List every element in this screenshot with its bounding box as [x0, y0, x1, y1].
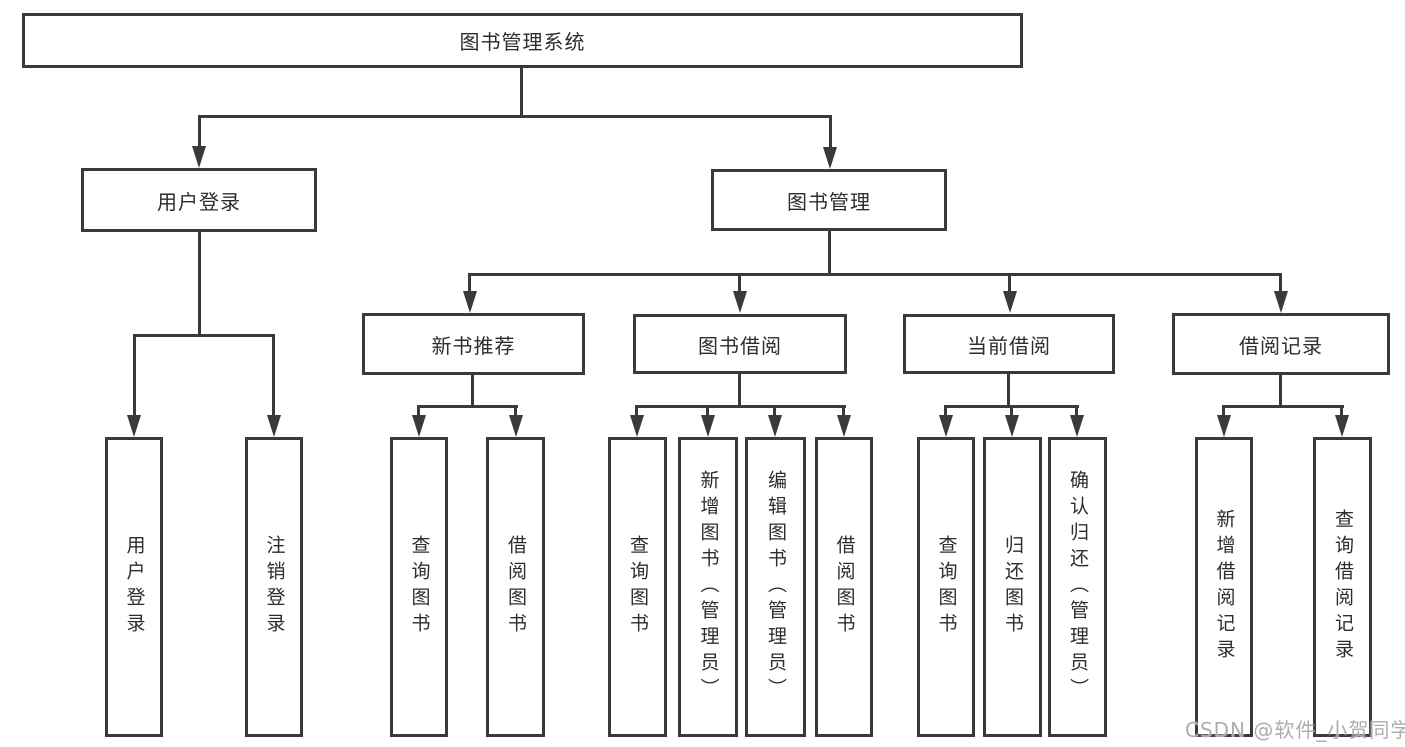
node-label: 查询图书	[408, 535, 431, 639]
node-bb-edit-book: 编辑图书（管理员）	[745, 437, 806, 737]
node-label: 借阅记录	[1239, 333, 1323, 358]
edge-root-stem	[520, 68, 523, 117]
node-book-borrow: 图书借阅	[633, 314, 847, 374]
node-label: 编辑图书（管理员）	[765, 470, 787, 704]
node-label: 图书借阅	[698, 333, 782, 358]
node-book-mgmt: 图书管理	[711, 169, 947, 231]
arrowhead-to-cb-return	[1005, 415, 1019, 437]
node-label: 借阅图书	[833, 535, 856, 639]
edge-to-rec-query-stem	[417, 405, 420, 419]
edge-to-br-query-stem	[1340, 405, 1343, 419]
edge-to-cb-return-stem	[1010, 405, 1013, 419]
arrowhead-to-borrow-record	[1274, 291, 1288, 313]
node-br-query-record: 查询借阅记录	[1313, 437, 1372, 737]
edge-new-book-rec-stem	[471, 375, 474, 408]
edge-book-borrow-stem	[738, 374, 741, 408]
edge-root-to-book-mgmt-stem	[829, 115, 832, 148]
edge-to-current-borrow-stem	[1008, 273, 1011, 293]
csdn-watermark: CSDN @软件_小贺同学	[1185, 718, 1405, 742]
edge-to-user-login-leaf-stem	[133, 334, 136, 417]
arrowhead-to-rec-borrow	[509, 415, 523, 437]
edge-new-book-rec-split	[417, 405, 518, 408]
edge-user-login-stem	[198, 232, 201, 337]
edge-current-borrow-stem	[1007, 374, 1010, 408]
edge-to-logout-stem	[272, 334, 275, 417]
node-label: 图书管理系统	[459, 30, 586, 54]
node-label: 查询图书	[935, 535, 958, 639]
node-label: 新书推荐	[431, 333, 516, 358]
edge-to-rec-borrow-stem	[514, 405, 517, 419]
arrowhead-to-br-query	[1335, 415, 1349, 437]
arrowhead-to-bb-add	[701, 415, 715, 437]
arrowhead-to-user-login-leaf	[127, 415, 141, 437]
edge-to-br-add-stem	[1222, 405, 1225, 419]
node-label: 图书管理	[787, 189, 871, 214]
node-bb-borrow-book: 借阅图书	[815, 437, 873, 737]
node-bb-query-book: 查询图书	[608, 437, 667, 737]
node-library-management-system: 图书管理系统	[22, 13, 1023, 68]
node-label: 查询借阅记录	[1332, 509, 1354, 665]
node-label: 借阅图书	[505, 535, 527, 639]
node-logout: 注销登录	[245, 437, 303, 737]
node-label: 新增图书（管理员）	[697, 470, 720, 704]
arrowhead-to-cb-query	[939, 415, 953, 437]
node-label: 注销登录	[263, 535, 286, 639]
node-rec-borrow-book: 借阅图书	[486, 437, 545, 737]
node-cb-confirm-return: 确认归还（管理员）	[1048, 437, 1107, 737]
edge-to-book-borrow-stem	[738, 273, 741, 293]
edge-to-bb-edit-stem	[773, 405, 776, 419]
node-label: 确认归还（管理员）	[1067, 470, 1089, 704]
edge-book-borrow-split	[635, 405, 846, 408]
node-cb-query-book: 查询图书	[917, 437, 975, 737]
node-user-login: 用户登录	[81, 168, 317, 232]
node-label: 当前借阅	[967, 333, 1051, 358]
node-rec-query-book: 查询图书	[390, 437, 448, 737]
node-user-login-leaf: 用户登录	[105, 437, 163, 737]
arrowhead-to-bb-edit	[768, 415, 782, 437]
arrowhead-to-rec-query	[412, 415, 426, 437]
arrowhead-to-bb-borrow	[837, 415, 851, 437]
arrowhead-to-new-book-rec	[463, 291, 477, 313]
node-label: 归还图书	[1002, 535, 1024, 639]
edge-root-to-user-login-stem	[198, 115, 201, 148]
arrowhead-to-logout	[267, 415, 281, 437]
arrowhead-to-bb-query	[630, 415, 644, 437]
arrowhead-to-book-borrow	[733, 291, 747, 313]
edge-to-new-book-rec-stem	[468, 273, 471, 293]
node-borrow-record: 借阅记录	[1172, 313, 1390, 375]
node-label: 查询图书	[627, 535, 649, 639]
edge-to-cb-confirm-stem	[1075, 405, 1078, 419]
edge-to-borrow-record-stem	[1279, 273, 1282, 293]
node-label: 新增借阅记录	[1213, 509, 1236, 665]
node-label: 用户登录	[157, 189, 241, 214]
edge-user-login-split	[133, 334, 275, 337]
node-new-book-rec: 新书推荐	[362, 313, 585, 375]
node-label: 用户登录	[123, 535, 146, 639]
edge-to-bb-add-stem	[706, 405, 709, 419]
edge-to-cb-query-stem	[944, 405, 947, 419]
arrowhead-to-cb-confirm	[1070, 415, 1084, 437]
node-br-add-record: 新增借阅记录	[1195, 437, 1253, 737]
node-cb-return-book: 归还图书	[983, 437, 1042, 737]
edge-root-split	[198, 115, 832, 118]
arrowhead-to-current-borrow	[1003, 291, 1017, 313]
edge-to-bb-query-stem	[635, 405, 638, 419]
edge-borrow-record-stem	[1279, 375, 1282, 408]
edge-to-bb-borrow-stem	[842, 405, 845, 419]
arrowhead-to-br-add	[1217, 415, 1231, 437]
arrowhead-to-user-login	[192, 146, 206, 168]
edge-book-mgmt-split	[468, 273, 1282, 276]
node-bb-add-book: 新增图书（管理员）	[678, 437, 738, 737]
arrowhead-to-book-mgmt	[823, 147, 837, 169]
edge-borrow-record-split	[1222, 405, 1344, 408]
node-current-borrow: 当前借阅	[903, 314, 1115, 374]
edge-book-mgmt-stem	[828, 231, 831, 276]
